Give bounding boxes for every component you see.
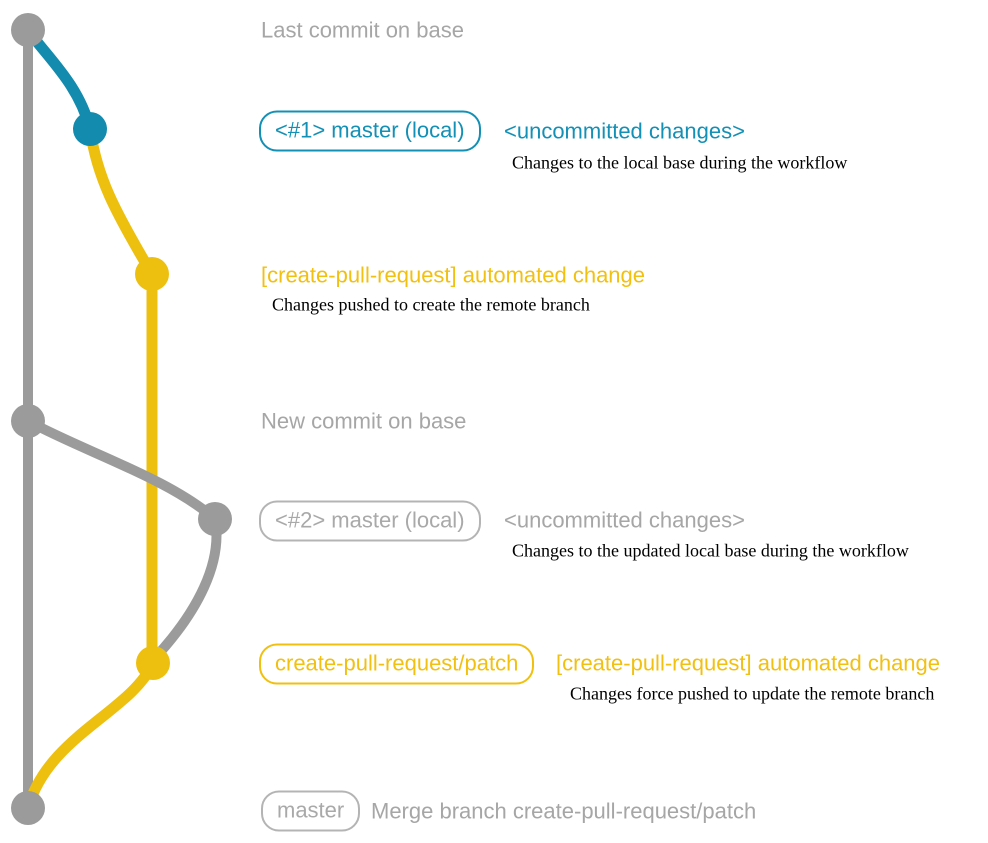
commit-graph — [11, 13, 232, 825]
rebased-commit-to-patch-curve — [149, 518, 222, 664]
local-to-patch-branch-curve — [84, 128, 157, 277]
commit-dot-automated-2 — [136, 646, 170, 680]
base-to-rebased-commit-curve — [25, 416, 219, 523]
branch-chip-create-pull-request-patch: create-pull-request/patch — [259, 643, 535, 685]
uncommitted-changes-description-1: Changes to the local base during the wor… — [512, 152, 848, 173]
commit-dot-uncommitted-1 — [73, 112, 107, 146]
uncommitted-changes-description-2: Changes to the updated local base during… — [512, 540, 909, 561]
commit-dot-automated-1 — [135, 257, 169, 291]
automated-change-message-1: [create-pull-request] automated change — [261, 262, 646, 288]
automated-change-message-2: [create-pull-request] automated change — [556, 650, 941, 676]
automated-change-description-1: Changes pushed to create the remote bran… — [272, 294, 590, 315]
new-commit-on-base-label: New commit on base — [261, 408, 467, 434]
merge-branch-message: Merge branch create-pull-request/patch — [371, 798, 757, 824]
commit-dot-merge — [11, 791, 45, 825]
uncommitted-changes-label-1: <uncommitted changes> — [504, 118, 745, 144]
local-master-branch-curve — [23, 26, 96, 131]
branch-chip-master: master — [261, 790, 361, 832]
uncommitted-changes-label-2: <uncommitted changes> — [504, 507, 745, 533]
last-commit-on-base-label: Last commit on base — [261, 17, 464, 43]
branch-chip-master-local-1: <#1> master (local) — [259, 110, 481, 152]
patch-merge-curve — [22, 660, 159, 810]
automated-change-description-2: Changes force pushed to update the remot… — [570, 683, 935, 704]
commit-dot-uncommitted-2 — [198, 502, 232, 536]
branch-chip-master-local-2: <#2> master (local) — [259, 500, 481, 542]
commit-dot-last-base — [11, 13, 45, 47]
commit-dot-new-base — [11, 404, 45, 438]
